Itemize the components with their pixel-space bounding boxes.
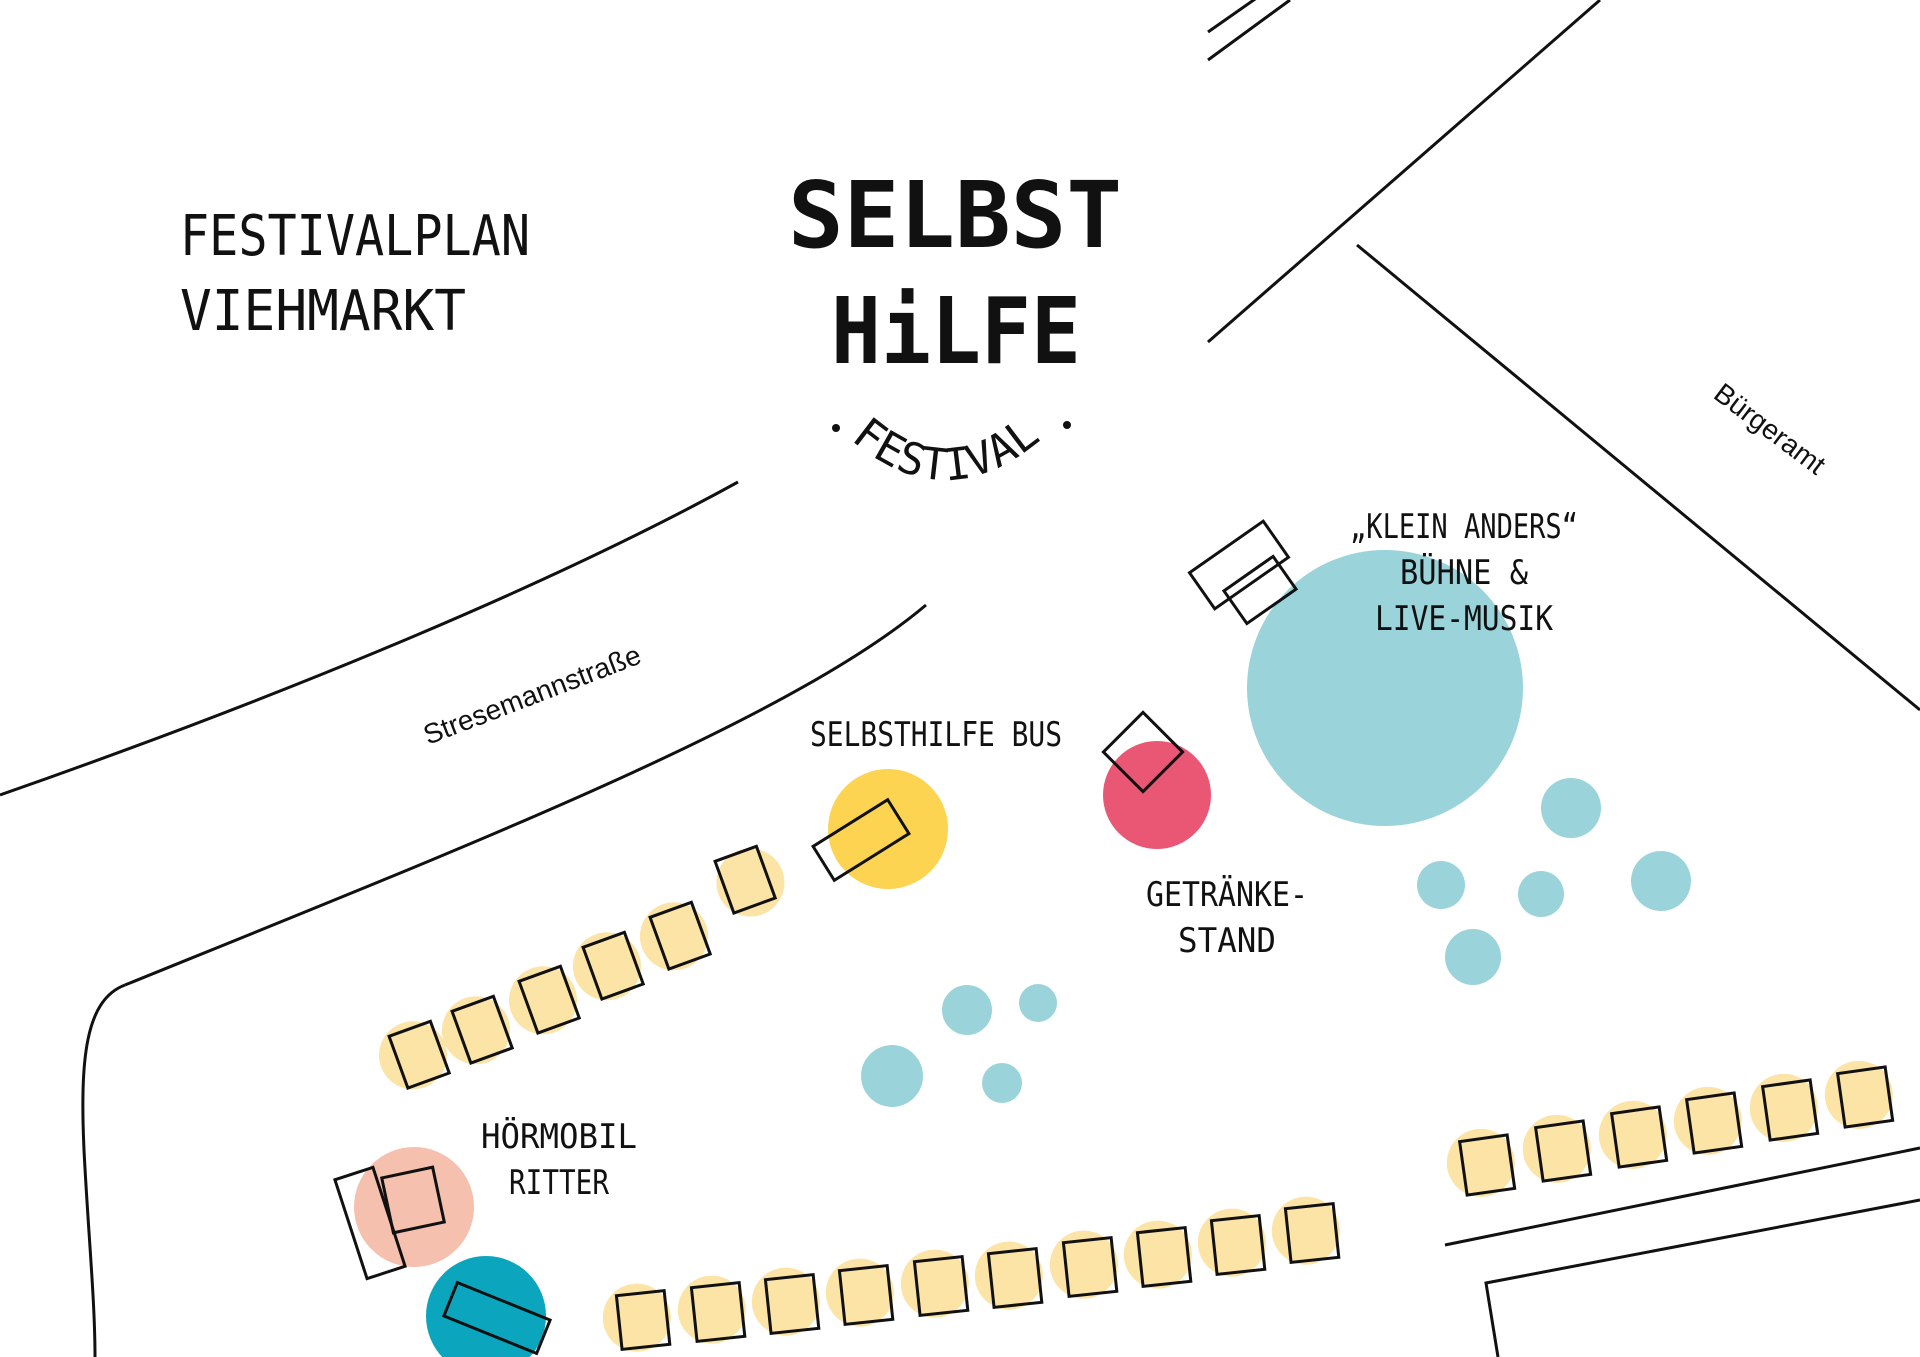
street-label-stresemann: Stresemannstraße [419, 639, 645, 750]
seating-dot [1541, 778, 1601, 838]
stall [1673, 1086, 1744, 1155]
road-southeast-lower [1444, 1146, 1920, 1247]
stall [602, 1283, 672, 1352]
label-stage: „KLEIN ANDERS“ BÜHNE & LIVE-MUSIK [1350, 507, 1578, 639]
stall [974, 1241, 1044, 1310]
map-title-line2: VIEHMARKT [180, 279, 466, 344]
bottom-vehicle-area [426, 1256, 546, 1357]
stage-area [1247, 550, 1523, 826]
seating-dot [1631, 851, 1691, 911]
road-upper-right-1 [1207, 0, 1257, 34]
stage-label-line2: BÜHNE & [1400, 552, 1528, 593]
road-buergeramt-edge [1356, 243, 1920, 712]
selbsthilfe-bus-vehicle [811, 797, 911, 883]
stall [572, 930, 646, 1001]
stall-row-diagonal [378, 844, 785, 1090]
hoermobil-box [379, 1165, 447, 1235]
stall [1446, 1128, 1517, 1197]
label-drinks: GETRÄNKE- STAND [1146, 875, 1308, 961]
stall [1197, 1208, 1267, 1277]
stall [751, 1267, 821, 1336]
stage-label-line1: „KLEIN ANDERS“ [1350, 507, 1578, 547]
seating-dot [1518, 871, 1564, 917]
logo-line3-text: FESTIVAL [844, 408, 1049, 492]
stall-row-bottom [602, 1196, 1341, 1352]
road-stresemann-south [124, 603, 927, 987]
building-corner [1484, 1198, 1920, 1357]
bus-area [828, 769, 948, 889]
seating-dot [1417, 861, 1465, 909]
stall [900, 1249, 970, 1318]
area-blobs [354, 550, 1523, 1357]
seating-dot [1445, 929, 1501, 985]
hoermobil-label-line2: RITTER [509, 1163, 609, 1203]
festival-logo: SELBST HiLFE FESTIVAL [788, 162, 1122, 492]
stall [713, 844, 785, 917]
logo-dot-right [1063, 421, 1071, 429]
stall [1749, 1073, 1820, 1142]
seating-dot [861, 1045, 923, 1107]
drinks-label-line1: GETRÄNKE- [1146, 875, 1308, 915]
drinks-label-line2: STAND [1178, 921, 1276, 961]
stage-structure [1187, 519, 1299, 626]
drinks-area [1103, 741, 1211, 849]
stall [1123, 1220, 1193, 1289]
stall [1522, 1114, 1593, 1183]
drinks-stand-structure [1101, 710, 1185, 794]
road-west-curve [81, 983, 126, 1357]
stall [1598, 1100, 1669, 1169]
logo-dot-left [832, 424, 840, 432]
logo-line1: SELBST [788, 162, 1122, 269]
logo-line2: HiLFE [831, 278, 1081, 385]
structures [333, 519, 1299, 1356]
stall [1824, 1060, 1895, 1129]
road-stresemann-north [0, 480, 739, 797]
stall [508, 964, 582, 1035]
road-upper-right-2 [1207, 0, 1291, 62]
building-label-buergeramt: Bürgeramt [1708, 377, 1831, 481]
logo-line3: FESTIVAL [844, 408, 1049, 492]
seating-dot [982, 1063, 1022, 1103]
bottom-vehicle [441, 1280, 553, 1356]
map-title-line1: FESTIVALPLAN [180, 204, 530, 269]
stall-row-right [1446, 1060, 1895, 1197]
stall [1271, 1196, 1341, 1265]
seating-dot [942, 985, 992, 1035]
stall [441, 994, 515, 1065]
stall [677, 1275, 747, 1344]
road-diagonal-left [1207, 0, 1601, 344]
stall [1049, 1230, 1119, 1299]
stall [378, 1019, 452, 1090]
stage-label-line3: LIVE-MUSIK [1375, 599, 1553, 639]
hoermobil-label-line1: HÖRMOBIL [481, 1116, 637, 1157]
seating-dot [1019, 984, 1057, 1022]
bus-label: SELBSTHILFE BUS [810, 715, 1062, 755]
stall [639, 900, 713, 971]
hoermobil-area [354, 1147, 474, 1267]
label-hoermobil: HÖRMOBIL RITTER [481, 1116, 637, 1203]
stall [825, 1258, 895, 1327]
seating-dots [861, 778, 1691, 1107]
